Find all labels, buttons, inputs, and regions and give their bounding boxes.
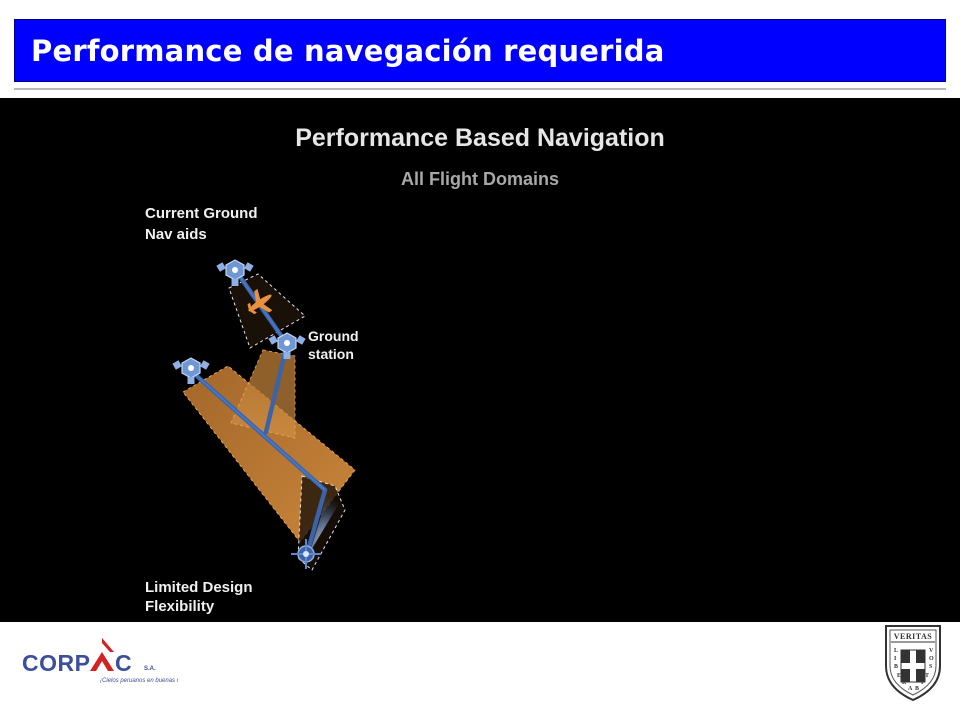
- label-current-line2: Nav aids: [145, 226, 207, 243]
- svg-text:B: B: [915, 686, 919, 692]
- title-divider: [14, 88, 946, 90]
- pbn-figure: Performance Based Navigation All Flight …: [0, 98, 960, 622]
- label-ground-station: Ground station: [308, 328, 359, 362]
- aircraft-icon: [247, 288, 273, 315]
- svg-text:I: I: [921, 680, 924, 686]
- label-limited-design: Limited Design Flexibility: [145, 579, 253, 615]
- svg-text:VERITAS: VERITAS: [894, 632, 933, 641]
- svg-text:O: O: [929, 656, 934, 662]
- svg-text:C: C: [115, 650, 132, 676]
- figure-heading: Performance Based Navigation: [295, 124, 665, 152]
- svg-text:L: L: [894, 648, 898, 654]
- svg-text:I: I: [894, 656, 897, 662]
- label-limited-line1: Limited Design: [145, 579, 253, 596]
- svg-text:V: V: [929, 648, 934, 654]
- airport-icon: [291, 539, 321, 569]
- corpac-logo: CORP C S.A. ¡Cielos peruanos en buenas m…: [18, 632, 197, 692]
- navaid-left-icon: [172, 357, 210, 384]
- svg-text:B: B: [894, 664, 898, 670]
- label-current-line1: Current Ground: [145, 205, 258, 222]
- svg-text:CORP: CORP: [22, 650, 90, 676]
- navaid-ground-station-icon: [268, 332, 306, 359]
- label-limited-line2: Flexibility: [145, 598, 215, 615]
- corpac-logo-a-mark: [90, 652, 114, 671]
- svg-text:S: S: [929, 664, 933, 670]
- svg-text:T: T: [925, 673, 929, 679]
- svg-text:A: A: [908, 686, 913, 692]
- svg-text:¡Cielos peruanos en buenas man: ¡Cielos peruanos en buenas manos!: [100, 678, 178, 684]
- label-ground-line2: station: [308, 346, 354, 362]
- navaid-top-icon: [216, 259, 254, 286]
- approach-beam: [310, 496, 340, 552]
- svg-text:R: R: [902, 680, 907, 686]
- title-bar: Performance de navegación requerida: [14, 19, 946, 82]
- svg-text:E: E: [897, 673, 901, 679]
- label-current-ground-navaids: Current Ground Nav aids: [145, 205, 258, 243]
- label-ground-line1: Ground: [308, 328, 359, 344]
- svg-text:S.A.: S.A.: [144, 666, 156, 672]
- figure-subheading: All Flight Domains: [401, 169, 559, 189]
- slide-title: Performance de navegación requerida: [31, 34, 665, 68]
- route-segment-4: [304, 487, 328, 557]
